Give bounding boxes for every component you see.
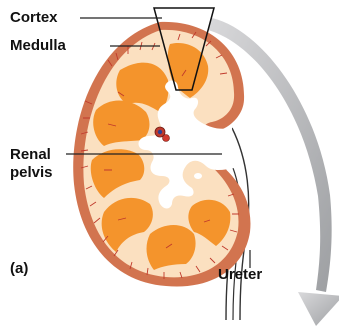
label-panel-a: (a) (10, 260, 28, 278)
label-medulla: Medulla (10, 37, 66, 55)
label-renal-pelvis-line2: pelvis (10, 164, 53, 182)
label-renal-pelvis-line1: Renal (10, 146, 51, 164)
label-ureter: Ureter (218, 266, 262, 284)
label-cortex: Cortex (10, 9, 58, 27)
